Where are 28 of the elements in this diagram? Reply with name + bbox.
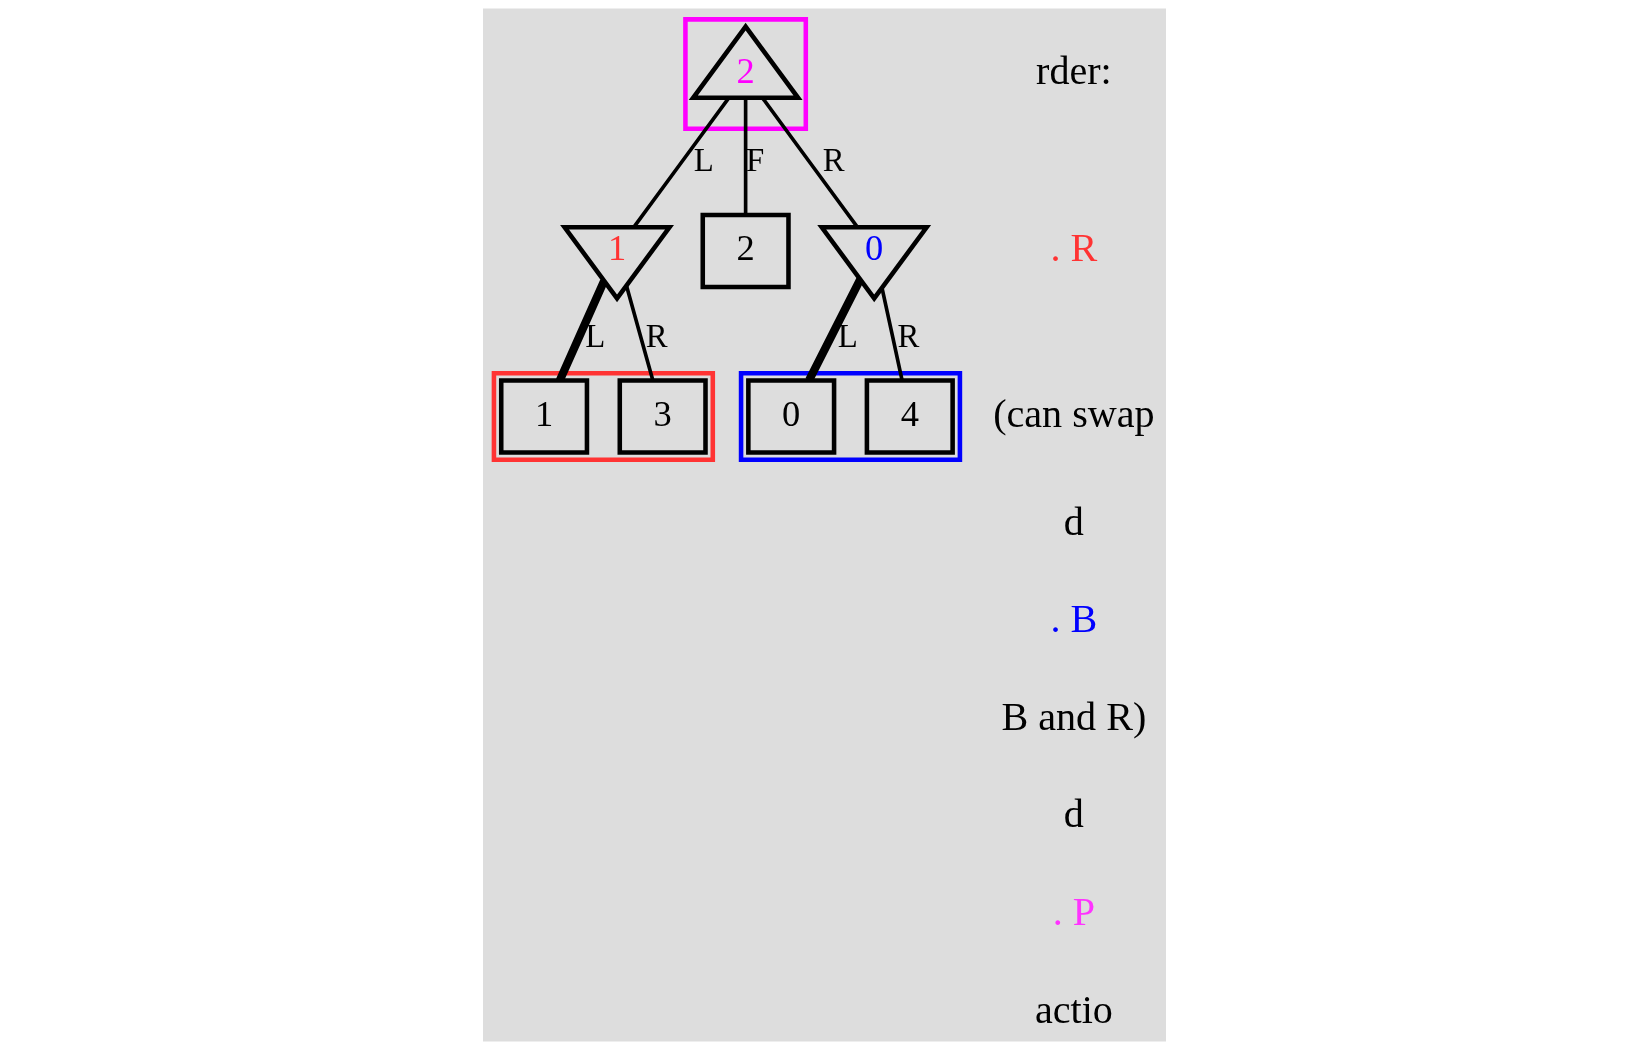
node-box: 3 — [617, 378, 708, 455]
label: actio — [1034, 986, 1113, 1032]
label: d — [1063, 498, 1084, 544]
label: B and R) — [1001, 693, 1147, 739]
label: . B — [1050, 596, 1098, 642]
connector — [743, 97, 748, 215]
edge-label: R — [897, 318, 920, 355]
label: . P — [1052, 889, 1096, 935]
edge-label: F — [746, 141, 765, 178]
node-box: 4 — [864, 378, 955, 455]
cluster — [683, 17, 809, 132]
node-box: 1 — [498, 378, 590, 455]
cluster — [738, 370, 963, 463]
connector — [556, 279, 608, 382]
edge-label: L — [585, 318, 606, 355]
label: . R — [1050, 225, 1098, 271]
edge-label: L — [837, 318, 858, 355]
edge-label: R — [822, 141, 845, 178]
cluster — [491, 370, 716, 463]
label: d — [1063, 791, 1084, 837]
connector — [880, 287, 904, 381]
label: rder: — [1036, 48, 1112, 94]
edge-label: L — [693, 141, 714, 178]
label: (can swap — [993, 390, 1155, 436]
connector — [624, 285, 655, 381]
node-box: 0 — [746, 378, 837, 455]
node-box: 2 — [700, 212, 791, 290]
edge-label: R — [645, 318, 668, 355]
